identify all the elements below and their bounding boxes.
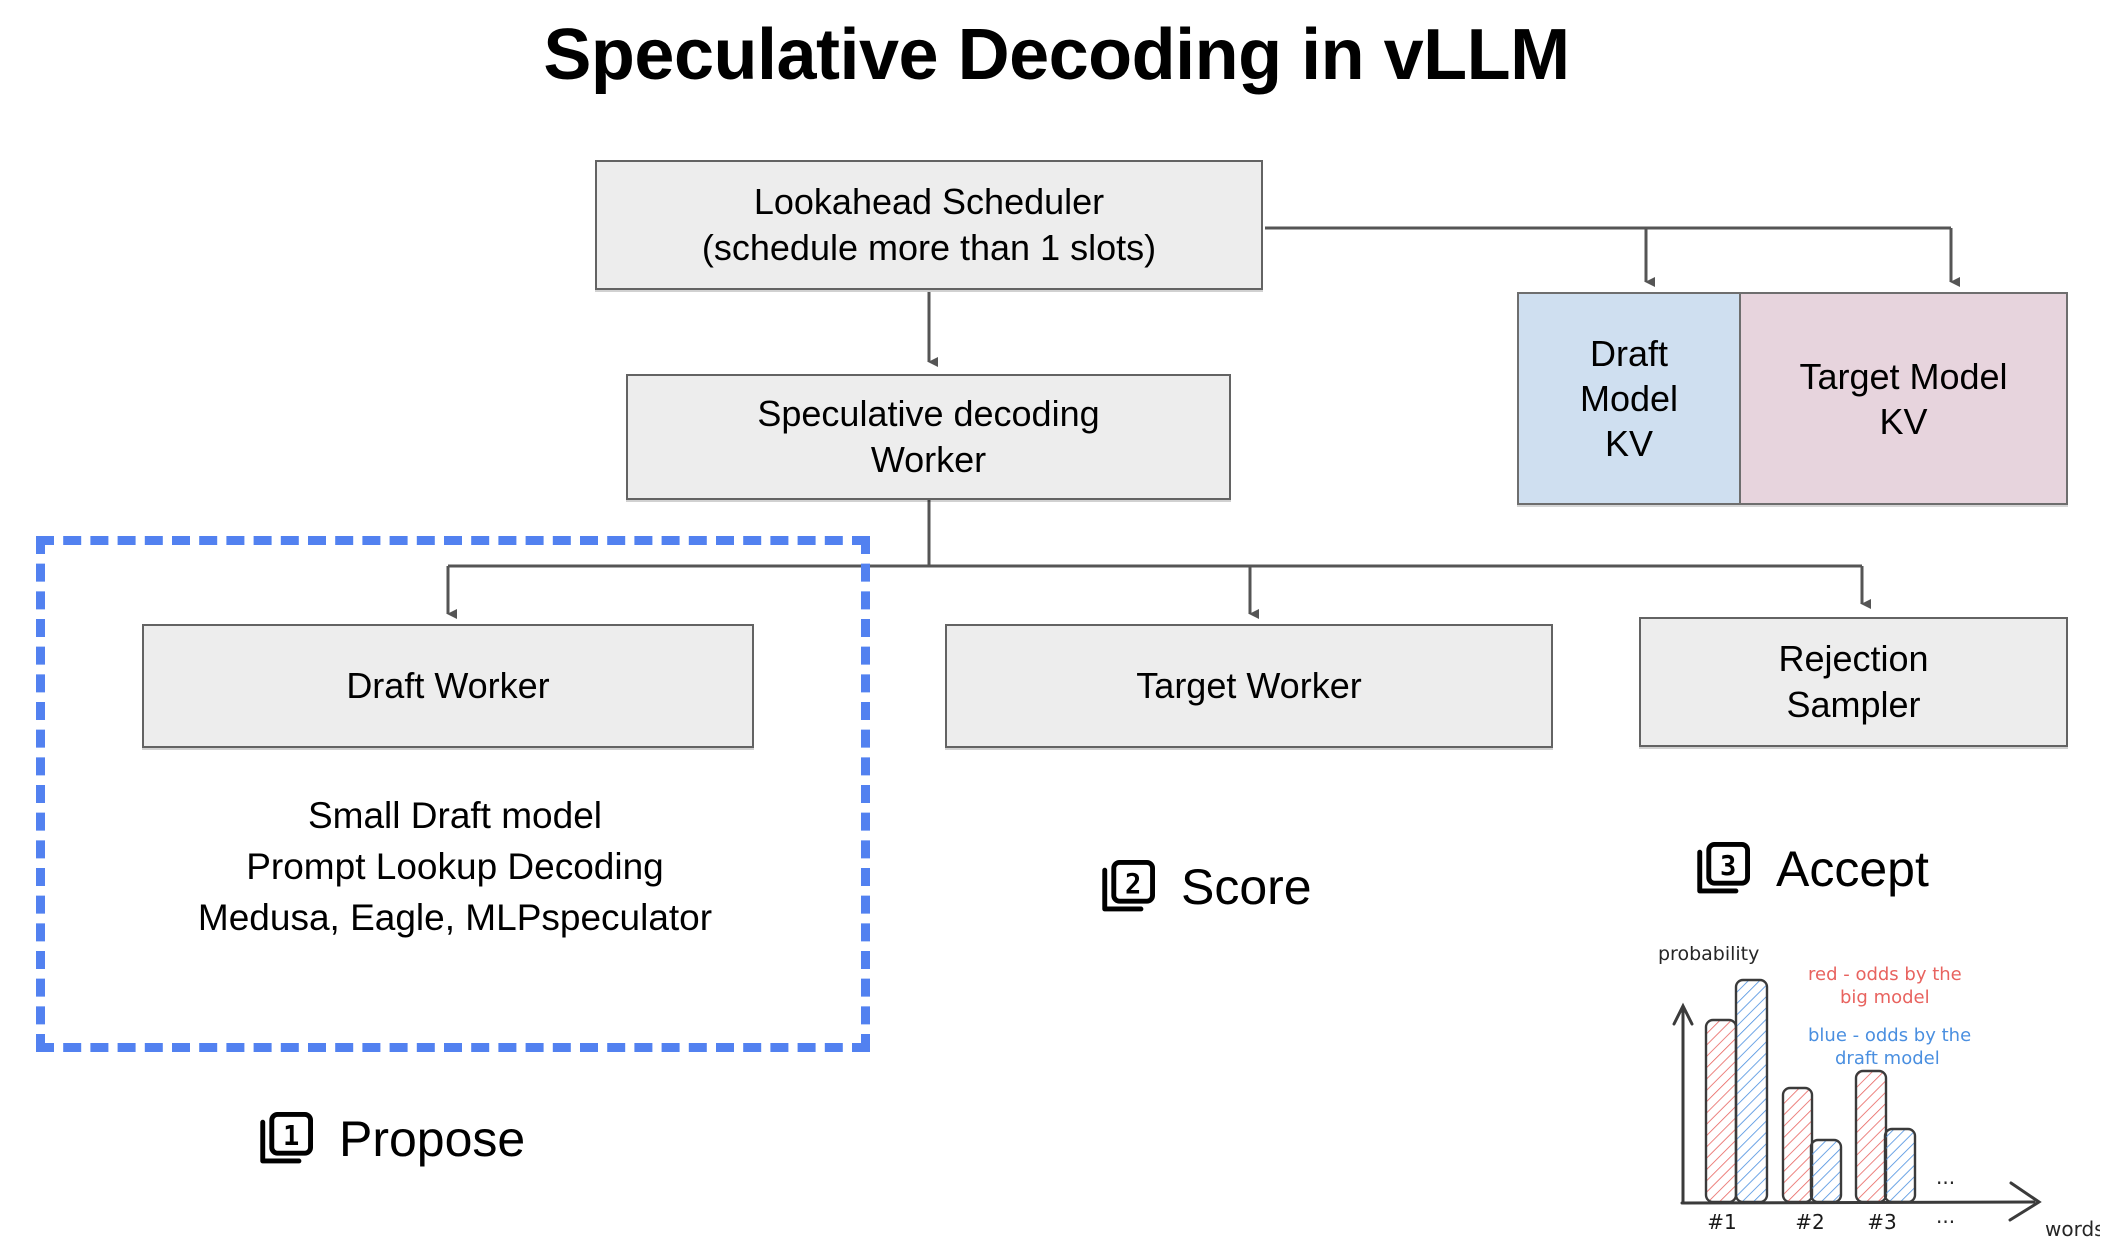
propose-highlight-region xyxy=(36,536,870,1052)
step-3-icon: 3 xyxy=(1692,838,1754,900)
step-2-icon: 2 xyxy=(1097,856,1159,918)
chart-ellipsis-bottom: ... xyxy=(1936,1204,1955,1228)
step-3-label: Accept xyxy=(1776,841,1929,897)
bar-blue-1 xyxy=(1734,978,1769,1204)
node-rejection-sampler[interactable]: Rejection Sampler xyxy=(1639,617,2068,747)
bar-red-2 xyxy=(1781,1086,1814,1204)
bar-group-2 xyxy=(1781,1086,1843,1204)
node-speculative-decoding-worker[interactable]: Speculative decoding Worker xyxy=(626,374,1231,500)
legend-blue-line1: blue - odds by the xyxy=(1808,1025,1971,1046)
chart-legend: red - odds by the big model blue - odds … xyxy=(1808,964,1971,1069)
legend-blue-line2: draft model xyxy=(1835,1048,1940,1069)
chart-ylabel: probability xyxy=(1658,943,1759,965)
bar-group-1 xyxy=(1704,978,1769,1204)
node-draft-worker[interactable]: Draft Worker xyxy=(142,624,754,748)
node-target-worker[interactable]: Target Worker xyxy=(945,624,1553,748)
node-draft-model-kv[interactable]: Draft Model KV xyxy=(1519,294,1741,503)
kv-cache-strip: Draft Model KV Target Model KV xyxy=(1517,292,2068,505)
bar-red-1 xyxy=(1704,1018,1738,1204)
step-badge-propose: 1 Propose xyxy=(255,1108,525,1170)
step-1-label: Propose xyxy=(339,1111,526,1167)
bar-blue-2 xyxy=(1809,1138,1843,1204)
chart-ellipsis-top: ... xyxy=(1936,1165,1955,1189)
chart-xtick-1: #1 xyxy=(1707,1210,1736,1234)
draft-worker-methods-text: Small Draft model Prompt Lookup Decoding… xyxy=(197,795,713,939)
step-3-number: 3 xyxy=(1720,851,1736,882)
step-badge-accept: 3 Accept xyxy=(1692,838,1929,900)
step-1-number: 1 xyxy=(283,1121,299,1152)
chart-x-arrowhead xyxy=(2008,1181,2042,1222)
probability-bar-chart: probability ... ... #1 #2 #3 wor xyxy=(1658,943,2100,1240)
node-target-model-kv[interactable]: Target Model KV xyxy=(1741,294,2066,503)
node-lookahead-scheduler[interactable]: Lookahead Scheduler (schedule more than … xyxy=(595,160,1263,290)
legend-red-line1: red - odds by the xyxy=(1808,964,1962,985)
bar-blue-3 xyxy=(1883,1127,1917,1204)
step-2-label: Score xyxy=(1181,859,1312,915)
chart-xtick-3: #3 xyxy=(1867,1210,1896,1234)
bar-group-3 xyxy=(1854,1069,1917,1204)
step-1-icon: 1 xyxy=(255,1108,317,1170)
legend-red-line2: big model xyxy=(1840,987,1930,1008)
page-title: Speculative Decoding in vLLM xyxy=(543,15,1570,95)
chart-xtick-2: #2 xyxy=(1795,1210,1824,1234)
bar-red-3 xyxy=(1854,1069,1888,1204)
chart-xlabel: words xyxy=(2045,1217,2100,1240)
step-2-number: 2 xyxy=(1125,869,1141,900)
chart-y-arrowhead xyxy=(1672,1002,1694,1026)
chart-x-axis xyxy=(1680,1200,2036,1205)
step-badge-score: 2 Score xyxy=(1097,856,1312,918)
